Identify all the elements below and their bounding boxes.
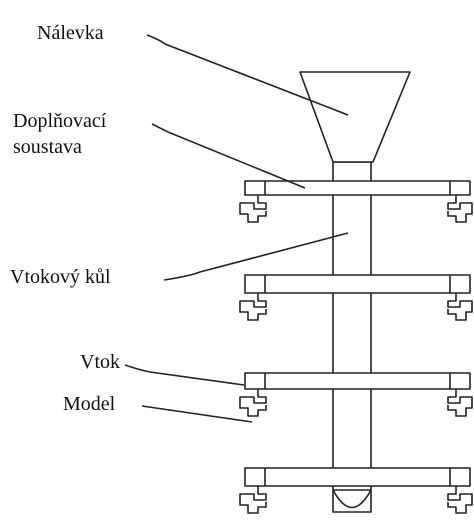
label-model: Model (63, 393, 116, 415)
disc-2 (244, 274, 471, 294)
model-right-1 (447, 195, 473, 223)
model-left-3 (239, 389, 267, 417)
label-gate: Vtok (80, 351, 120, 373)
leader-sprue (163, 232, 349, 281)
model-right-3 (447, 389, 473, 417)
label-sprue: Vtokový kůl (10, 266, 111, 288)
label-feeder-line2: soustava (13, 136, 82, 158)
leader-gate (124, 364, 245, 386)
model-right-2 (447, 293, 473, 321)
disc-1 (244, 180, 471, 196)
label-funnel: Nálevka (37, 22, 104, 44)
model-left-4 (239, 486, 267, 514)
leader-funnel (146, 34, 349, 116)
leader-model (141, 405, 253, 423)
funnel-shape (299, 71, 411, 163)
model-left-2 (239, 293, 267, 321)
sprue-column (332, 161, 372, 513)
disc-3 (244, 372, 471, 390)
model-right-4 (447, 486, 473, 514)
disc-4 (244, 467, 471, 487)
leader-feeder (151, 123, 306, 189)
label-feeder-line1: Doplňovací (13, 110, 107, 132)
model-left-1 (239, 195, 267, 223)
sprue-bottom (332, 489, 372, 509)
